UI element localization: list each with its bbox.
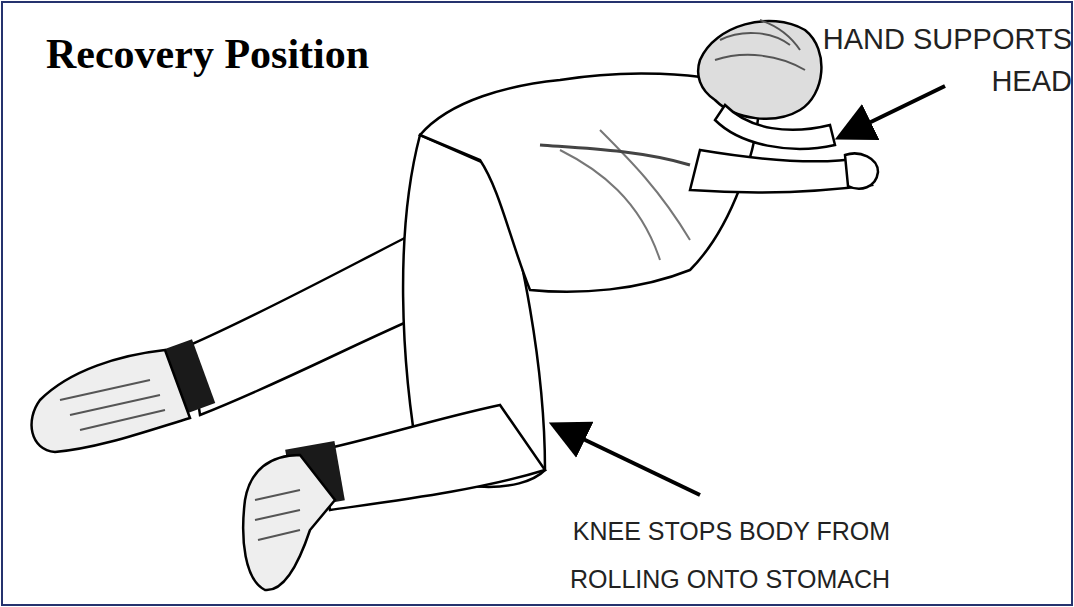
shoe — [243, 455, 335, 590]
diagram-title: Recovery Position — [46, 30, 369, 78]
shirt-folds — [560, 130, 690, 260]
hand — [845, 154, 878, 189]
leader-arrow — [556, 426, 700, 495]
shoe — [32, 350, 190, 452]
leader-arrow — [842, 86, 945, 136]
shoe-laces — [60, 380, 165, 430]
shoe-laces — [255, 490, 300, 540]
lower-shin — [320, 405, 545, 510]
upper-arm — [715, 105, 835, 149]
belt — [540, 145, 690, 165]
hair — [715, 20, 805, 70]
callout-label: KNEE STOPS BODY FROM ROLLING ONTO STOMAC… — [520, 508, 890, 603]
callout-label: HAND SUPPORTS HEAD — [790, 18, 1072, 102]
